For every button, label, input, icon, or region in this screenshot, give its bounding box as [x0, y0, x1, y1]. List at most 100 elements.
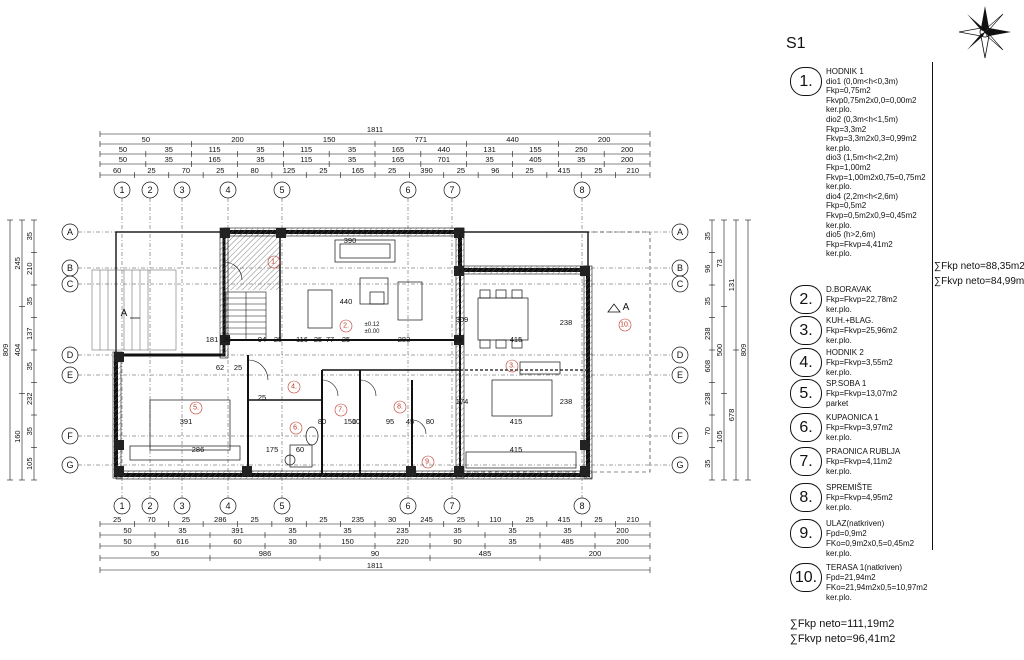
- grid-bubble-2: [141, 181, 159, 199]
- interior-dimension-label: 25: [342, 335, 350, 344]
- room-area-line: Fkp=Fkvp=4,11m2: [826, 457, 893, 466]
- dim-bottom-row3-label: 220: [396, 537, 409, 546]
- grid-label-3: 3: [179, 185, 184, 195]
- grid-bubble-G: [61, 456, 79, 474]
- dim-top-row3-label: 200: [621, 145, 634, 154]
- dim-top-row5-label: 390: [420, 166, 433, 175]
- grid-label-D: D: [67, 350, 74, 360]
- dim-bottom-row2-label: 235: [396, 526, 409, 535]
- dim-bottom-row2-label: 391: [231, 526, 244, 535]
- grid-label-8: 8: [579, 185, 584, 195]
- grid-bubble-7: [443, 181, 461, 199]
- dim-bottom-row3-label: 30: [288, 537, 296, 546]
- room-area-line: KUPAONICA 1: [826, 413, 879, 422]
- sum-kp-neto: ∑Fkp neto=88,35m2: [934, 261, 1024, 272]
- grid-bubble-5: [273, 181, 291, 199]
- grid-bubble-A: [671, 223, 689, 241]
- grid-bubble-A: [61, 223, 79, 241]
- interior-dimension-label: 415: [510, 335, 523, 344]
- interior-dimension-label: 77: [326, 335, 334, 344]
- interior-dimension-label: 390: [344, 236, 357, 245]
- dim-bottom-row3-label: 485: [561, 537, 574, 546]
- interior-dimension-label: 440: [340, 297, 353, 306]
- grid-label-E: E: [67, 370, 73, 380]
- interior-dimension-label: 25: [314, 335, 322, 344]
- room-area-line: ker.plo.: [826, 143, 852, 153]
- dim-top-row3-label: 115: [300, 145, 312, 154]
- dim-right-col3-label: 70: [703, 427, 712, 435]
- dim-top-row4-label: 405: [529, 155, 542, 164]
- grid-bubble-F: [671, 427, 689, 445]
- room-area-line: FKo=21,94m2x0,5=10,97m2: [826, 583, 928, 592]
- room-area-line: ker.plo.: [826, 467, 852, 476]
- sum-kvp-neto: ∑Fkvp neto=84,99m2: [934, 276, 1024, 287]
- grid-label-1: 1: [119, 501, 124, 511]
- dim-bottom-row1-label: 80: [285, 515, 293, 524]
- dim-bottom-row2-label: 35: [508, 526, 516, 535]
- grid-label-C: C: [677, 279, 684, 289]
- room-area-line: ker.plo.: [826, 105, 852, 115]
- dim-right-col3-label: 35: [703, 460, 712, 468]
- grid-label-3: 3: [179, 501, 184, 511]
- grid-label-6: 6: [405, 185, 410, 195]
- grid-label-7: 7: [449, 185, 454, 195]
- interior-dimension-label: 174: [456, 397, 469, 406]
- grid-label-F: F: [677, 431, 683, 441]
- dim-top-row5-label: 96: [491, 166, 499, 175]
- room-area-line: ker.plo.: [826, 503, 852, 512]
- dim-top-row5-label: 70: [182, 166, 190, 175]
- room-area-line: ker.plo.: [826, 182, 852, 192]
- dim-bottom-row1-label: 245: [420, 515, 433, 524]
- dim-bottom-row2-label: 50: [123, 526, 131, 535]
- dim-bottom-row1-label: 25: [113, 515, 121, 524]
- room-tag-9: 9.: [425, 459, 431, 466]
- interior-dimension-label: 116: [296, 335, 308, 344]
- dim-top-row2-label: 150: [323, 135, 336, 144]
- level-mark-upper: ±0.12: [365, 322, 381, 328]
- dim-top-row3-label: 35: [348, 145, 356, 154]
- room-number-badge: 5.: [790, 379, 822, 408]
- room-area-line: KUH.+BLAG.: [826, 316, 874, 325]
- room-area-line: dio1 (0,0m<h<0,3m): [826, 76, 899, 86]
- interior-dimension-label: 60: [296, 445, 304, 454]
- room-area-line: Fkp=0,75m2: [826, 86, 871, 96]
- dim-bottom-row1-label: 25: [319, 515, 327, 524]
- dim-right-col-label: 678: [727, 409, 736, 422]
- dim-top-row4-label: 50: [119, 155, 127, 164]
- grid-bubble-D: [671, 346, 689, 364]
- room-number-badge: 2.: [790, 285, 822, 314]
- dim-left-total-label: 809: [1, 344, 10, 357]
- dim-top-row3-label: 50: [119, 145, 127, 154]
- interior-dimension-label: 25: [274, 335, 282, 344]
- interior-dimension-label: 238: [560, 397, 573, 406]
- grid-bubble-D: [61, 346, 79, 364]
- dim-top-row4-label: 35: [348, 155, 356, 164]
- room-area-line: ker.plo.: [826, 336, 852, 345]
- room-area-line: PRAONICA RUBLJA: [826, 447, 901, 456]
- interior-dimension-label: 283: [398, 335, 411, 344]
- dim-bottom-row4-label: 200: [589, 549, 602, 558]
- room-area-line: ker.plo.: [826, 549, 852, 558]
- dim-bottom-row1-label: 235: [352, 515, 365, 524]
- interior-dimension-label: 94: [258, 335, 266, 344]
- dim-left-col3-label: 105: [25, 457, 34, 470]
- grid-label-A: A: [67, 227, 73, 237]
- room-area-line: dio2 (0,3m<h<1,5m): [826, 114, 899, 124]
- dim-bottom-row3-label: 35: [508, 537, 516, 546]
- interior-dimension-label: 80: [426, 417, 434, 426]
- dim-top-row4-label: 115: [300, 155, 312, 164]
- grid-label-4: 4: [225, 185, 230, 195]
- room-area-line: Fkvp=0,5m2x0,9=0,45m2: [826, 210, 917, 220]
- dim-top-row5-label: 165: [352, 166, 365, 175]
- dim-top-row5-label: 125: [283, 166, 296, 175]
- grid-bubble-8: [573, 181, 591, 199]
- dim-left-col2-label: 160: [13, 430, 22, 443]
- room-area-line: Fkvp0,75m2x0,0=0,00m2: [826, 95, 917, 105]
- grid-label-D: D: [677, 350, 684, 360]
